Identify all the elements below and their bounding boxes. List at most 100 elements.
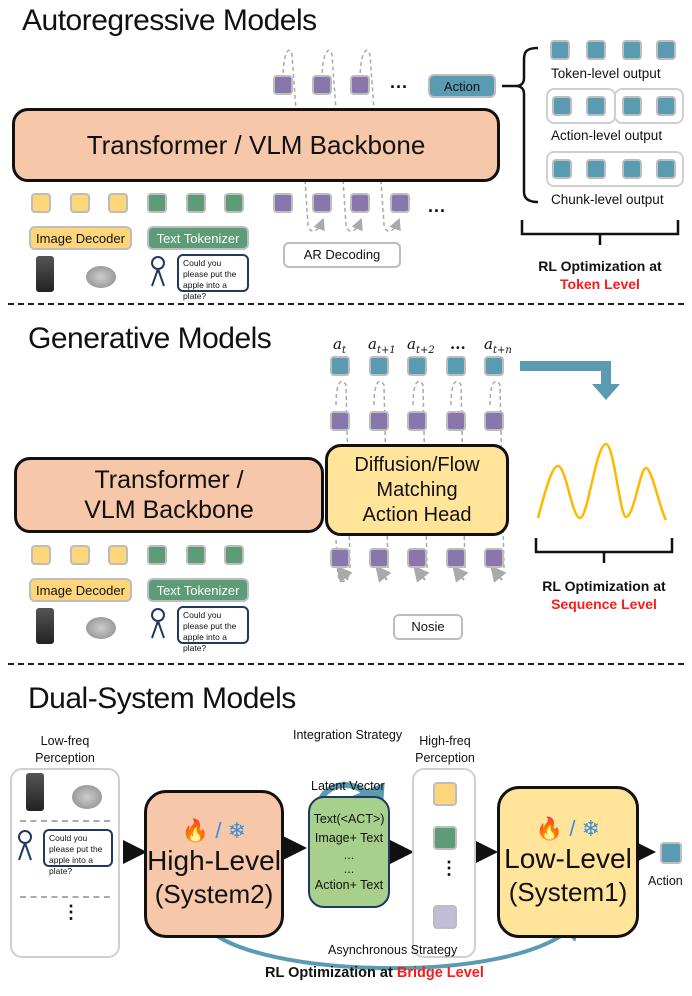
- image-token: [108, 193, 128, 213]
- chunk-group: [546, 151, 684, 187]
- high-freq-line1: High-freq: [419, 734, 471, 748]
- panel-divider: [20, 820, 110, 822]
- plate-with-fruit-icon: [86, 617, 116, 639]
- ar-backbone-label: Transformer / VLM Backbone: [86, 129, 426, 160]
- prompt-bubble: Could you please put the apple into a pl…: [43, 829, 113, 876]
- action-chunk-token: [407, 356, 427, 376]
- chunk-level-token: [552, 159, 572, 179]
- action-chunk-token: [369, 356, 389, 376]
- latent-line: Text(<ACT>): [313, 811, 385, 826]
- latent-line: ...: [343, 861, 355, 876]
- action-chunk-token: [330, 356, 350, 376]
- low-freq-label: Low-freq Perception: [20, 733, 110, 767]
- latent-vector-box: Text(<ACT>) Image+ Text ... ... Action+ …: [308, 796, 390, 908]
- high-freq-line2: Perception: [415, 751, 475, 765]
- ar-output-token: [312, 75, 332, 95]
- ar-input-token: [273, 193, 293, 213]
- action-level-token: [586, 96, 606, 116]
- robot-arm-icon: [36, 608, 54, 644]
- gen-noise-arrows: [336, 565, 507, 583]
- ar-output-token: [273, 75, 293, 95]
- ar-backbone-box: Transformer / VLM Backbone: [12, 108, 500, 182]
- denoise-token: [484, 411, 504, 431]
- ar-feedback-loops-bottom: [304, 179, 401, 232]
- system2-label: (System2): [154, 879, 274, 909]
- rl-bridge-level: Bridge Level: [396, 965, 484, 981]
- robot-arm-icon: [26, 773, 44, 811]
- gen-backbone-label-2: VLM Backbone: [84, 496, 254, 524]
- chunk-level-token: [622, 159, 642, 179]
- text-token: [224, 193, 244, 213]
- text-tokenizer-label: Text Tokenizer: [147, 226, 249, 250]
- other-token: [433, 905, 457, 929]
- plate-with-fruit-icon: [86, 266, 116, 288]
- ar-input-token: [390, 193, 410, 213]
- image-token: [108, 545, 128, 565]
- autoregressive-title: Autoregressive Models: [22, 4, 317, 37]
- rl-bridge-label: RL Optimization at Bridge Level: [265, 965, 484, 981]
- asynchronous-arc: [203, 916, 584, 971]
- noise-token: [369, 548, 389, 568]
- text-token: [147, 193, 167, 213]
- low-freq-line1: Low-freq: [40, 734, 90, 748]
- high-level-label: High-Level: [147, 845, 281, 876]
- rl-sequence-level: Sequence Level: [551, 596, 657, 612]
- generative-title: Generative Models: [28, 322, 272, 355]
- prompt-bubble: Could you please put the apple into a pl…: [177, 606, 249, 653]
- panel-divider: [20, 896, 110, 898]
- low-level-label: Low-Level: [504, 843, 632, 874]
- plate-with-fruit-icon: [72, 785, 102, 809]
- noise-token: [330, 548, 350, 568]
- section-divider-1: [8, 303, 684, 305]
- action-symbol-ellipsis: ...: [450, 335, 466, 353]
- action-head-box: Diffusion/Flow Matching Action Head: [325, 444, 509, 536]
- chunk-level-token: [656, 159, 676, 179]
- action-chunk-token: [446, 356, 466, 376]
- action-level-token: [622, 96, 642, 116]
- trainable-frozen-icon: 🔥 / ❄: [535, 816, 601, 841]
- ar-output-token: [350, 75, 370, 95]
- action-head-line3: Action Head: [362, 503, 472, 526]
- token-level-token: [622, 40, 642, 60]
- image-token: [31, 193, 51, 213]
- rl-token-level: Token Level: [560, 276, 640, 292]
- high-level-system2-box: 🔥 / ❄ High-Level (System2): [144, 790, 284, 938]
- gen-backbone-box: Transformer / VLM Backbone: [14, 457, 324, 533]
- dual-system-title: Dual-System Models: [28, 682, 296, 715]
- image-decoder-label: Image Decoder: [29, 578, 132, 602]
- rl-token-line1: RL Optimization at: [538, 258, 662, 274]
- action-symbol-t1: at+1: [368, 335, 396, 356]
- action-symbol-t: at: [333, 335, 346, 356]
- image-token: [70, 193, 90, 213]
- action-head-line1: Diffusion/Flow: [354, 453, 480, 476]
- rl-bridge-prefix: RL Optimization at: [265, 965, 397, 981]
- action-level-token: [552, 96, 572, 116]
- output-brace: [502, 46, 539, 204]
- ar-feedback-loops-top: [282, 49, 375, 111]
- integration-strategy-label: Integration Strategy: [293, 728, 403, 742]
- action-symbol-tn: at+n: [484, 335, 512, 356]
- high-freq-label: High-freq Perception: [410, 733, 480, 767]
- token-level-token: [656, 40, 676, 60]
- action-head-line2: Matching: [376, 478, 458, 501]
- ar-input-token: [312, 193, 332, 213]
- token-level-output-label: Token-level output: [551, 66, 661, 81]
- text-token: [224, 545, 244, 565]
- more-tokens-vdots: ⋮: [440, 858, 458, 878]
- noise-token: [484, 548, 504, 568]
- section-divider-2: [8, 663, 684, 665]
- dual-flow-arrows: [123, 836, 656, 864]
- ar-ellipsis-top: ...: [390, 72, 409, 92]
- person-icon: [17, 830, 33, 861]
- prompt-bubble: Could you please put the apple into a pl…: [177, 254, 249, 301]
- system1-label: (System1): [508, 877, 628, 907]
- action-symbol-t2: at+2: [407, 335, 435, 356]
- robot-arm-icon: [36, 256, 54, 292]
- sequence-arrow: [520, 361, 620, 400]
- action-chunk-token: [484, 356, 504, 376]
- action-output-label: Action: [428, 74, 496, 98]
- latent-vector-label: Latent Vector: [311, 779, 385, 793]
- rl-sequence-line1: RL Optimization at: [542, 578, 666, 594]
- token-level-token: [550, 40, 570, 60]
- asynchronous-strategy-label: Asynchronous Strategy: [328, 943, 458, 957]
